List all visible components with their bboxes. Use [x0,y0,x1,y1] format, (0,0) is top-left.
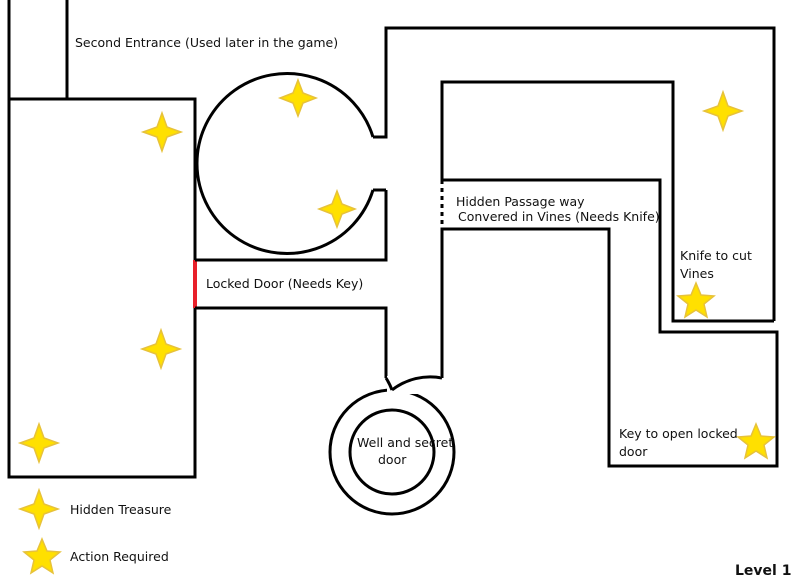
legend-action-star-icon [22,537,62,575]
second-entrance-label: Second Entrance (Used later in the game) [75,35,339,50]
treasure-star-icon-4 [139,327,183,371]
well-inner-ring [348,408,436,496]
treasure-star-icon-3 [316,188,358,230]
treasure-star-icon-1 [140,110,184,154]
level-title: Level 1 [735,563,792,579]
corridor-lower-wall [195,306,388,378]
inner-passage-wall [440,80,774,323]
knife-label-line2: Vines [680,266,714,281]
action-star-icon-key [736,422,776,460]
corridor-upper-wall [195,190,388,262]
legend-action-required-label: Action Required [70,549,169,564]
circle-room-wall [195,72,375,255]
treasure-star-icon-6 [701,89,745,133]
key-label-line2: door [619,444,648,459]
action-star-icon-knife [676,281,716,319]
vine-passage-wall [440,178,779,468]
legend-hidden-treasure-label: Hidden Treasure [70,502,172,517]
well-label-line1: Well and secret [357,435,454,450]
well-opening [387,376,441,394]
hidden-passage-label-line1: Hidden Passage way [456,194,585,209]
knife-label-line1: Knife to cut [680,248,752,263]
legend-treasure-star-icon [17,487,61,531]
hidden-passage-label-line2: Convered in Vines (Needs Knife) [458,209,660,224]
locked-door-label: Locked Door (Needs Key) [206,276,364,291]
well-label-line2: door [378,452,407,467]
treasure-star-icon-5 [17,421,61,465]
key-label-line1: Key to open locked [619,426,738,441]
well-entry-right [391,375,443,392]
circle-room-gap-wall [373,26,776,321]
left-room-wall [7,0,197,479]
treasure-star-icon-2 [277,77,319,119]
